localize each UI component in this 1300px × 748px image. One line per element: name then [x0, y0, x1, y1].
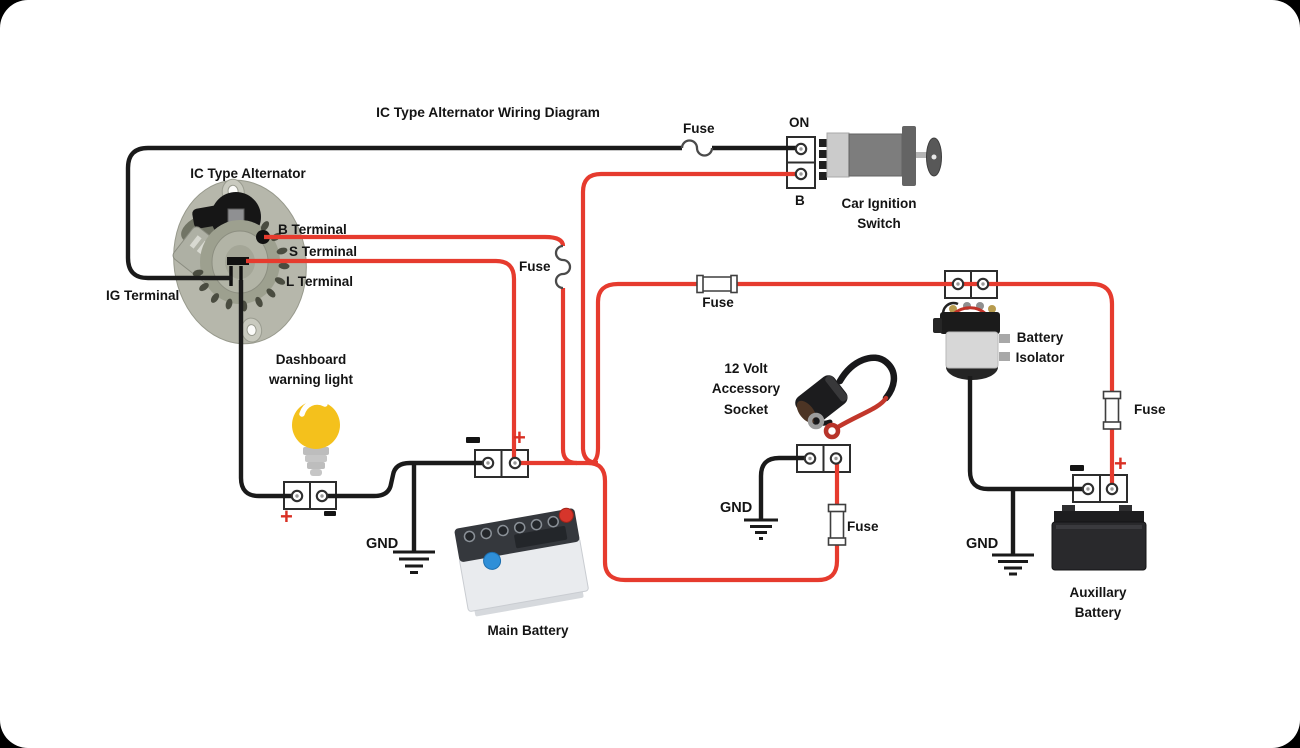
warning-light-minus-sign	[324, 511, 336, 516]
fuse-label-alternator-b: Fuse	[519, 259, 551, 274]
fuse-cartridge-auxiliary	[1102, 390, 1122, 430]
wire-s-terminal	[246, 258, 517, 462]
accessory-socket-graphic	[795, 354, 898, 440]
dashboard-light-line2: warning light	[269, 372, 353, 388]
wire-ig-to-ignition	[125, 145, 801, 281]
fuse-cartridge-accessory	[827, 503, 847, 546]
aux-battery-label: Auxillary Battery	[1041, 583, 1155, 624]
gnd-label-accessory: GND	[720, 500, 753, 516]
dashboard-light-line1: Dashboard	[275, 352, 347, 367]
wire-accessory-gnd	[758, 455, 811, 519]
ignition-switch-label: Car Ignition Switch	[822, 194, 936, 235]
s-terminal-label: S Terminal	[289, 244, 358, 259]
wire-l-to-warning-light	[238, 280, 297, 499]
l-terminal-label: L Terminal	[286, 274, 354, 289]
main-battery-label: Main Battery	[487, 623, 569, 638]
battery-isolator-line2: Isolator	[1015, 350, 1065, 366]
battery-isolator-label: Battery Isolator	[1003, 328, 1077, 369]
fuse-label-isolator-feed: Fuse	[702, 295, 734, 310]
fuse-squiggle-ignition	[680, 139, 714, 157]
battery-isolator-graphic	[933, 301, 1010, 380]
battery-isolator-line1: Battery	[1016, 330, 1064, 345]
fuse-label-ignition: Fuse	[683, 121, 715, 136]
aux-battery-line2: Battery	[1074, 605, 1122, 621]
wire-isolator-to-aux-minus	[967, 376, 1088, 554]
ignition-switch-line1: Car Ignition	[841, 196, 917, 211]
aux-battery-plus: +	[1114, 451, 1127, 476]
ground-symbol-main	[393, 550, 435, 574]
ground-symbol-auxiliary	[992, 553, 1034, 576]
s-terminal-slot	[227, 257, 249, 265]
ignition-on-label: ON	[789, 115, 810, 130]
accessory-socket-line3: Socket	[723, 401, 769, 417]
aux-battery-graphic	[1051, 505, 1147, 571]
fuse-label-auxiliary: Fuse	[1134, 402, 1166, 417]
accessory-socket-line1: 12 Volt	[724, 361, 768, 376]
dashboard-light-label: Dashboard warning light	[252, 350, 370, 391]
gnd-label-auxiliary: GND	[966, 536, 999, 552]
b-terminal-label: B Terminal	[278, 222, 347, 237]
b-terminal-stud	[256, 230, 270, 244]
ignition-switch-line2: Switch	[857, 216, 901, 232]
wire-isolator-feed	[590, 281, 1115, 488]
main-battery-plus: +	[513, 425, 526, 450]
main-battery-minus-sign	[466, 437, 480, 443]
ig-terminal-label: IG Terminal	[106, 288, 180, 303]
terminal-dots	[295, 147, 1114, 498]
wire-warning-light-to-battery-minus	[322, 460, 488, 499]
warning-bulb-graphic	[292, 399, 340, 476]
warning-light-plus: +	[280, 504, 293, 529]
fuse-label-accessory: Fuse	[847, 519, 879, 534]
gnd-label-main: GND	[366, 536, 399, 552]
alternator-graphic	[172, 178, 307, 345]
diagram-title: IC Type Alternator Wiring Diagram	[376, 105, 600, 120]
fuse-squiggle-alternator-b	[554, 244, 572, 290]
wire-accessory-feed	[515, 458, 840, 583]
main-battery-graphic	[454, 507, 589, 617]
ignition-b-label: B	[795, 193, 805, 208]
accessory-socket-line2: Accessory	[711, 381, 781, 397]
accessory-socket-label: 12 Volt Accessory Socket	[698, 359, 794, 420]
fuse-cartridge-isolator-feed	[696, 274, 738, 294]
alternator-heading: IC Type Alternator	[190, 166, 306, 181]
aux-battery-minus-sign	[1070, 465, 1084, 471]
aux-battery-line1: Auxillary	[1069, 585, 1127, 600]
ignition-switch-graphic	[819, 126, 942, 186]
ground-symbol-accessory	[744, 518, 778, 540]
